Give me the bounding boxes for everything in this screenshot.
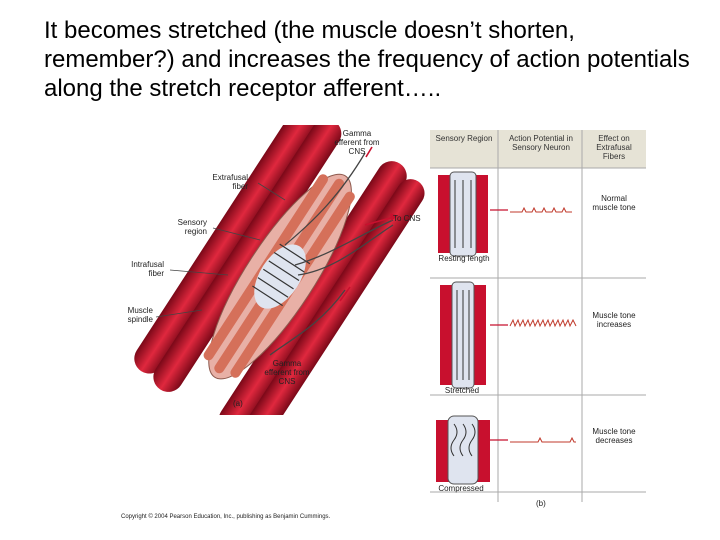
muscle-spindle-illustration: [134, 125, 425, 415]
label-muscle-spindle: Muscle spindle: [127, 306, 153, 324]
resting-action-potentials: [510, 206, 572, 213]
panel-a-label: (a): [233, 399, 243, 408]
effect-normal-tone: Normal muscle tone: [592, 194, 636, 212]
state-resting-length: Resting length: [438, 254, 490, 263]
extrafusal-fiber-3: [218, 161, 407, 415]
stretch-response-table: [430, 130, 646, 502]
panel-b-label: (b): [536, 499, 546, 508]
copyright-notice: Copyright © 2004 Pearson Education, Inc.…: [121, 514, 331, 520]
label-gamma-efferent-top: Gamma efferent from CNS: [334, 129, 380, 156]
slide-title: It becomes stretched (the muscle doesn’t…: [44, 17, 690, 102]
label-intrafusal-fiber: Intrafusal fiber: [131, 260, 164, 278]
label-sensory-region: Sensory region: [177, 218, 207, 236]
state-compressed: Compressed: [438, 484, 484, 493]
extrafusal-fiber-4: [242, 179, 425, 415]
compressed-action-potentials: [510, 436, 576, 443]
label-gamma-efferent-bottom: Gamma efferent from CNS: [264, 359, 310, 386]
extrafusal-fiber-2: [153, 125, 342, 392]
resting-fiber-bundle: [438, 171, 488, 257]
header-sensory-region: Sensory Region: [435, 134, 493, 143]
label-to-cns: To CNS: [393, 214, 421, 223]
header-action-potential: Action Potential in Sensory Neuron: [508, 134, 574, 152]
compressed-fiber-bundle: [436, 415, 490, 485]
stretched-action-potentials: [509, 318, 577, 328]
extrafusal-fiber-1: [134, 125, 317, 374]
sensory-region: [254, 244, 306, 309]
stretched-fiber-bundle: [440, 281, 486, 389]
effect-tone-decreases: Muscle tone decreases: [592, 427, 636, 445]
label-extrafusal-fiber: Extrafusal fiber: [212, 173, 248, 191]
effect-tone-increases: Muscle tone increases: [592, 311, 636, 329]
state-stretched: Stretched: [444, 386, 480, 395]
header-effect-extrafusal: Effect on Extrafusal Fibers: [596, 134, 632, 161]
